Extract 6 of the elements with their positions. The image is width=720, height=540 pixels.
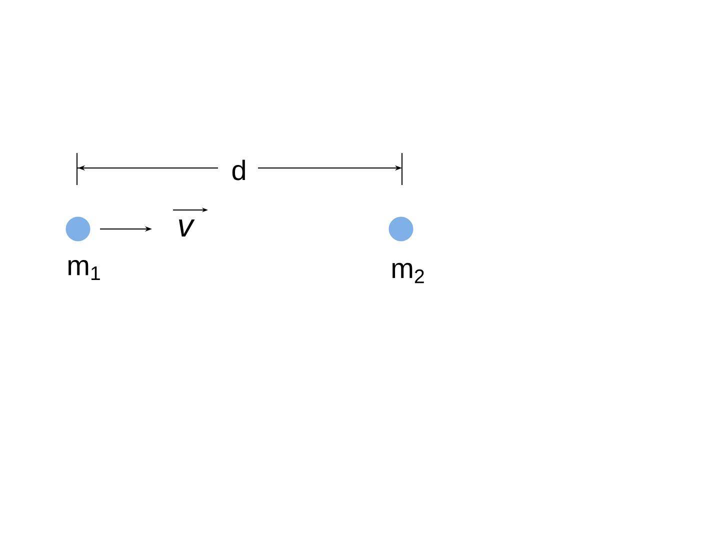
- velocity-label: v: [179, 220, 195, 236]
- mass-label: m$_{2}$: [392, 262, 424, 284]
- ball: [388, 216, 414, 242]
- ball: [66, 216, 90, 242]
- mass-label: m$_{1}$: [68, 260, 100, 280]
- dimension-label: d: [232, 160, 245, 180]
